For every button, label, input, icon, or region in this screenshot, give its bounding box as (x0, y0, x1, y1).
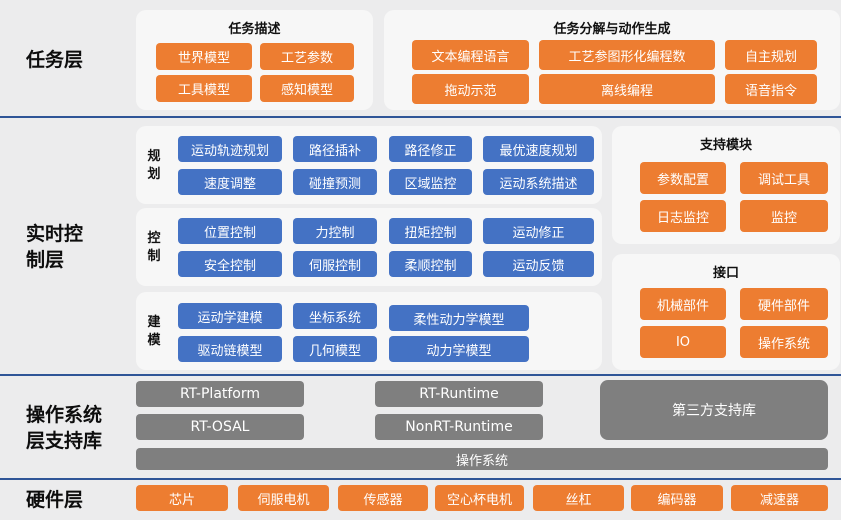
path-interpolation: 路径插补 (293, 136, 377, 162)
panel-title: 接口 (712, 266, 739, 281)
mechanical-parts: 机械部件 (640, 288, 726, 320)
graphical-programming: 工艺参图形化编程数 (539, 40, 715, 70)
compliance-control: 柔顺控制 (389, 251, 472, 277)
parameter-configuration: 参数配置 (640, 162, 726, 194)
force-control: 力控制 (293, 218, 377, 244)
task-description-panel: 任务描述 世界模型 工艺参数 工具模型 感知模型 (136, 10, 373, 110)
task-desc-perception-model: 感知模型 (260, 75, 354, 102)
task-decomposition-panel: 任务分解与动作生成 文本编程语言 工艺参图形化编程数 自主规划 拖动示范 离线编… (384, 10, 840, 110)
path-correction: 路径修正 (389, 136, 472, 162)
rt-osal: RT-OSAL (136, 414, 304, 440)
speed-adjustment: 速度调整 (178, 169, 282, 195)
flexible-dynamics-model: 柔性动力学模型 (389, 305, 529, 331)
task-desc-process-params: 工艺参数 (260, 43, 354, 70)
drag-demonstration: 拖动示范 (412, 74, 529, 104)
hardware-sensor: 传感器 (338, 485, 428, 511)
divider-task-realtime (0, 116, 841, 118)
debug-tools: 调试工具 (740, 162, 828, 194)
third-party-support-library: 第三方支持库 (600, 380, 828, 440)
nonrt-runtime: NonRT-Runtime (375, 414, 543, 440)
kinematic-modeling: 运动学建模 (178, 303, 282, 329)
task-desc-tool-model: 工具模型 (156, 75, 252, 102)
motion-trajectory-planning: 运动轨迹规划 (178, 136, 282, 162)
motion-feedback: 运动反馈 (483, 251, 594, 277)
planning-panel: 规 划 运动轨迹规划 路径插补 路径修正 最优速度规划 速度调整 碰撞预测 区域… (136, 126, 602, 204)
layer-label-hardware: 硬件层 (26, 489, 84, 511)
layer-label-task: 任务层 (26, 49, 84, 71)
safety-control: 安全控制 (178, 251, 282, 277)
layer-label-os: 操作系统 层支持库 (26, 404, 103, 452)
row-label-modeling: 建 模 (147, 315, 161, 348)
operating-system-interface: 操作系统 (740, 326, 828, 358)
io-interface: IO (640, 326, 726, 358)
panel-title: 支持模块 (699, 138, 752, 153)
hardware-encoder: 编码器 (631, 485, 723, 511)
motion-correction: 运动修正 (483, 218, 594, 244)
torque-control: 扭矩控制 (389, 218, 472, 244)
panel-title: 任务描述 (228, 22, 281, 37)
hardware-lead-screw: 丝杠 (533, 485, 624, 511)
layer-label-realtime: 实时控 制层 (26, 223, 84, 271)
position-control: 位置控制 (178, 218, 282, 244)
panel-title: 任务分解与动作生成 (553, 22, 671, 37)
control-panel: 控 制 位置控制 力控制 扭矩控制 运动修正 安全控制 伺服控制 柔顺控制 运动… (136, 208, 602, 286)
coordinate-system: 坐标系统 (293, 303, 377, 329)
divider-os-hardware (0, 478, 841, 480)
voice-command: 语音指令 (725, 74, 817, 104)
geometric-model: 几何模型 (293, 336, 377, 362)
autonomous-planning: 自主规划 (725, 40, 817, 70)
monitoring: 监控 (740, 200, 828, 232)
divider-realtime-os (0, 374, 841, 376)
log-monitoring: 日志监控 (640, 200, 726, 232)
optimal-speed-planning: 最优速度规划 (483, 136, 594, 162)
hardware-reducer: 减速器 (731, 485, 828, 511)
dynamics-model: 动力学模型 (389, 336, 529, 362)
row-label-planning: 规 划 (147, 149, 161, 182)
operating-system-bar: 操作系统 (136, 448, 828, 470)
rt-runtime: RT-Runtime (375, 381, 543, 407)
drive-chain-model: 驱动链模型 (178, 336, 282, 362)
collision-prediction: 碰撞预测 (293, 169, 377, 195)
modeling-panel: 建 模 运动学建模 坐标系统 柔性动力学模型 驱动链模型 几何模型 动力学模型 (136, 292, 602, 370)
support-module-panel: 支持模块 参数配置 调试工具 日志监控 监控 (612, 126, 840, 244)
motion-system-description: 运动系统描述 (483, 169, 594, 195)
interface-panel: 接口 机械部件 硬件部件 IO 操作系统 (612, 254, 840, 370)
servo-control: 伺服控制 (293, 251, 377, 277)
hardware-coreless-motor: 空心杯电机 (435, 485, 524, 511)
hardware-servo-motor: 伺服电机 (238, 485, 329, 511)
rt-platform: RT-Platform (136, 381, 304, 407)
text-programming-language: 文本编程语言 (412, 40, 529, 70)
offline-programming: 离线编程 (539, 74, 715, 104)
zone-monitoring: 区域监控 (389, 169, 472, 195)
task-desc-world-model: 世界模型 (156, 43, 252, 70)
hardware-chip: 芯片 (136, 485, 228, 511)
hardware-parts: 硬件部件 (740, 288, 828, 320)
row-label-control: 控 制 (147, 231, 161, 264)
